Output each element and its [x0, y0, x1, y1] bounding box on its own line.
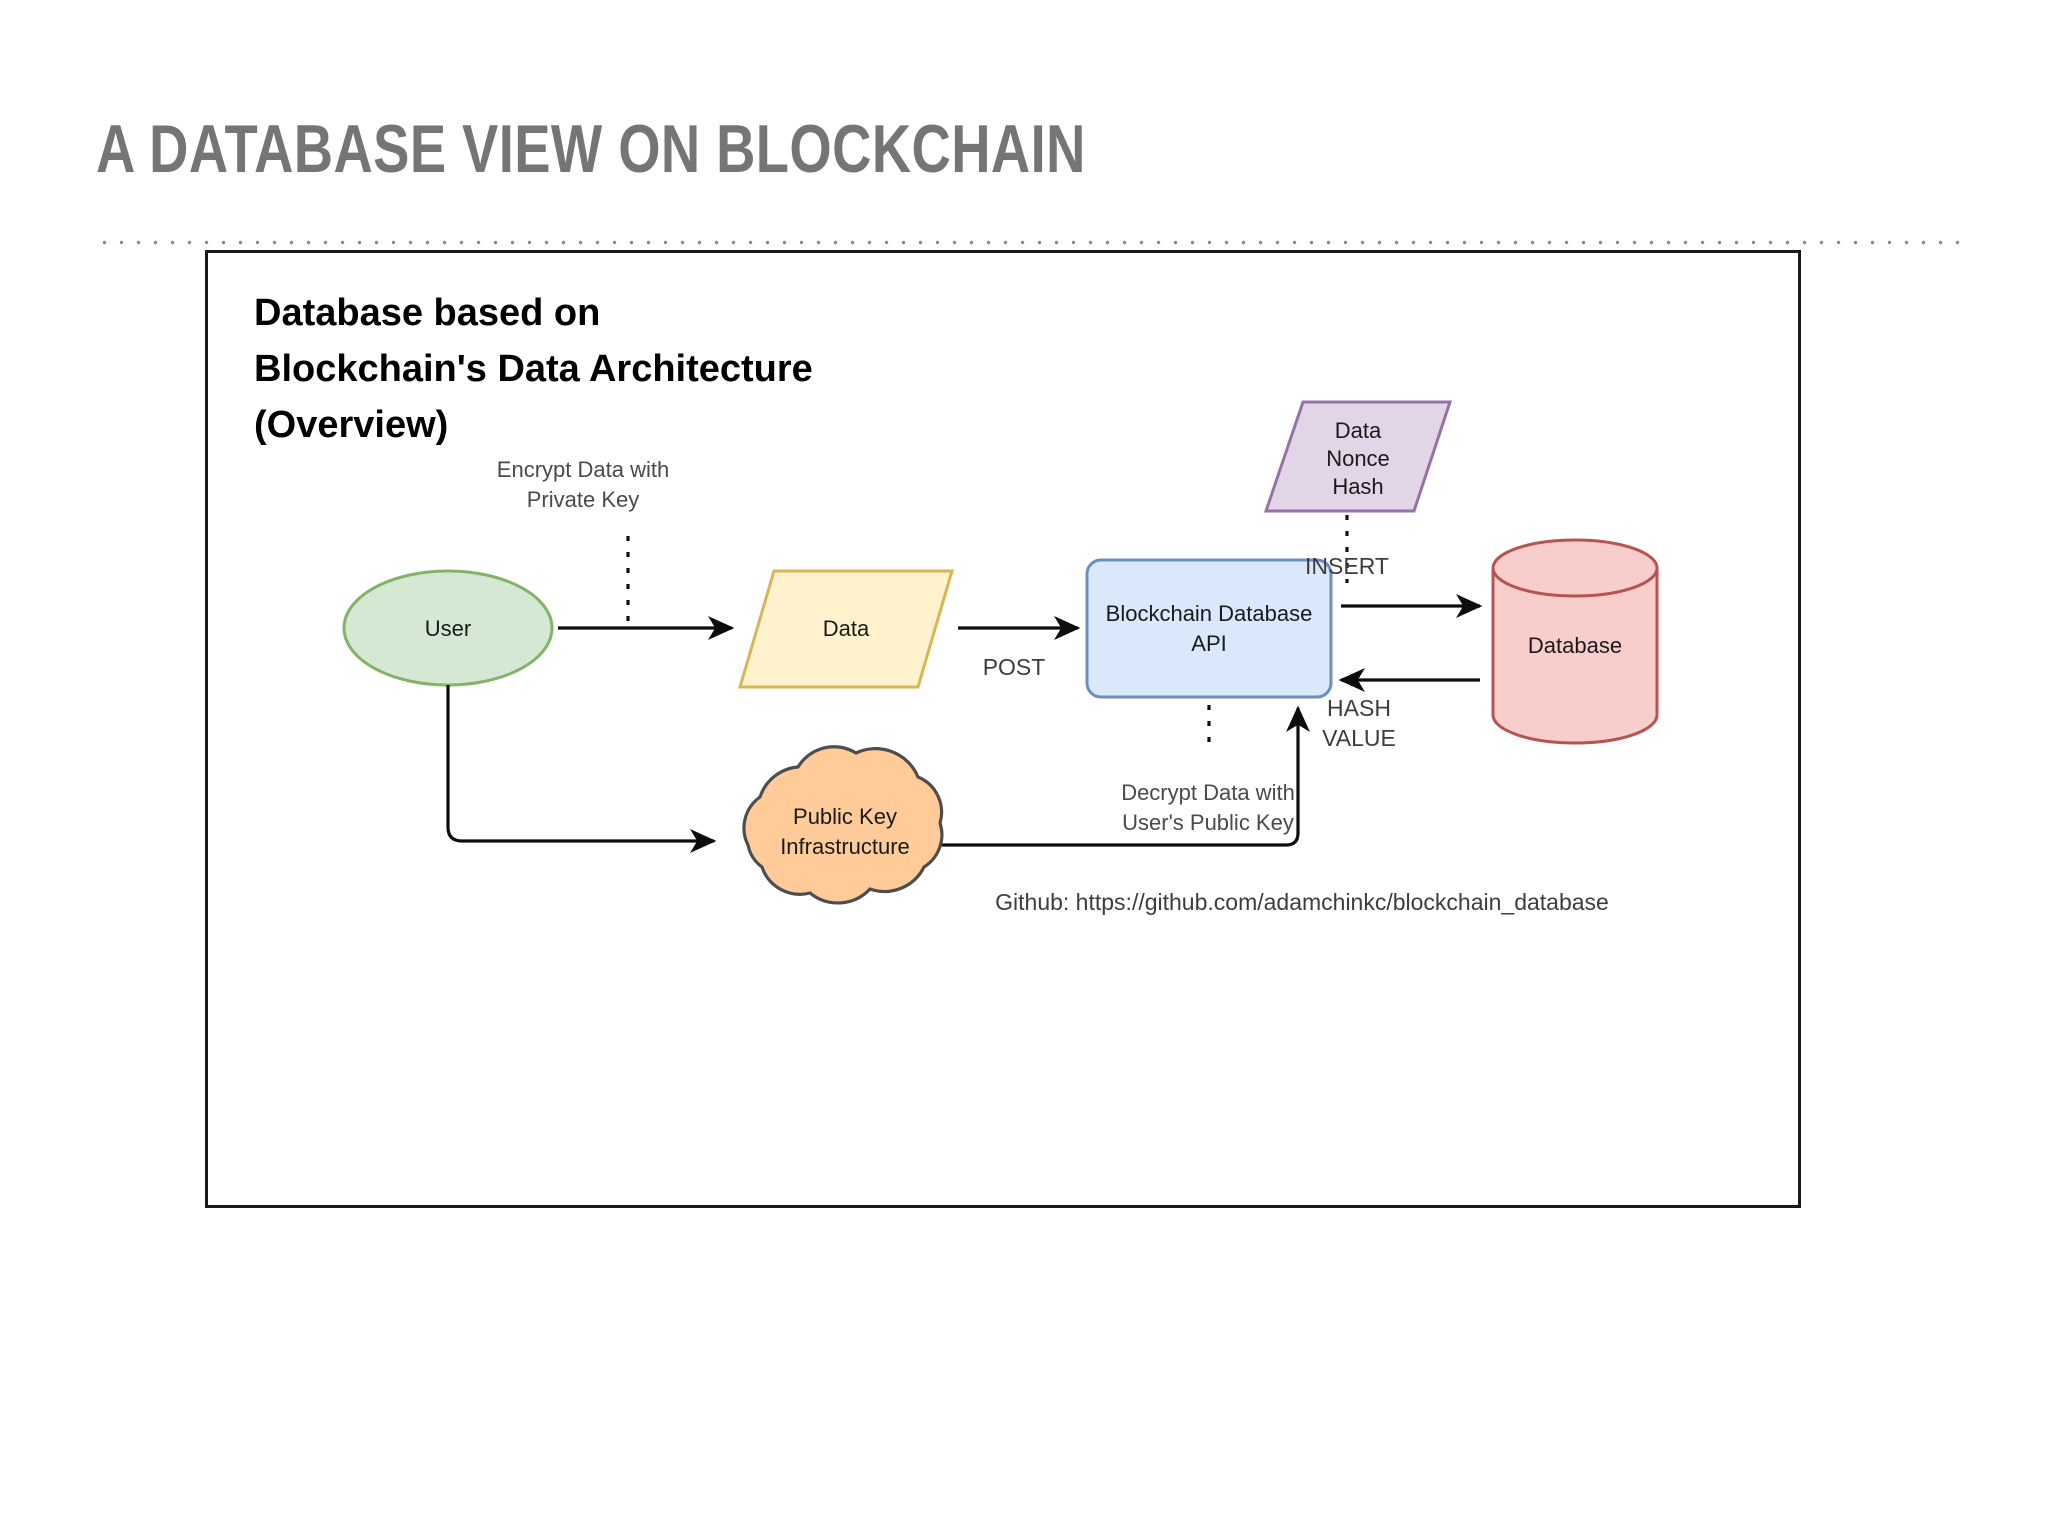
encrypt-annotation-line1: Encrypt Data with: [497, 457, 669, 482]
node-pki-label-line2: Infrastructure: [780, 834, 910, 859]
node-data[interactable]: [737, 569, 955, 689]
diagram-heading-line1: Database based on: [254, 292, 600, 334]
edge-pki-to-api: [908, 705, 1310, 847]
node-data-label: Data: [823, 616, 870, 641]
node-blockchain-database-api[interactable]: [1085, 558, 1333, 699]
title-divider: [96, 240, 1966, 245]
node-public-key-infrastructure[interactable]: [742, 745, 944, 905]
node-pki-label-line1: Public Key: [793, 804, 897, 829]
decrypt-annotation-line2: User's Public Key: [1122, 810, 1294, 835]
architecture-diagram: Database based on Blockchain's Data Arch…: [254, 292, 1659, 915]
edge-label-hash-line2: VALUE: [1322, 725, 1396, 751]
decrypt-annotation-line1: Decrypt Data with: [1121, 780, 1295, 805]
node-database[interactable]: [1491, 538, 1659, 745]
diagram-heading-line2: Blockchain's Data Architecture: [254, 348, 813, 390]
diagram-frame: Database based on Blockchain's Data Arch…: [205, 250, 1801, 1208]
node-api-label-line2: API: [1191, 631, 1226, 656]
node-data-nonce-hash[interactable]: [1263, 400, 1453, 513]
node-dnh-label-line2: Nonce: [1326, 446, 1390, 471]
diagram-heading-line3: (Overview): [254, 404, 448, 446]
encrypt-annotation-line2: Private Key: [527, 487, 640, 512]
node-database-label: Database: [1528, 633, 1622, 658]
edge-label-hash-line1: HASH: [1327, 695, 1391, 721]
node-dnh-label-line1: Data: [1335, 418, 1382, 443]
github-footer-label: Github: https://github.com/adamchinkc/bl…: [995, 889, 1609, 915]
node-dnh-label-line3: Hash: [1332, 474, 1383, 499]
page-title: A DATABASE VIEW ON BLOCKCHAIN: [96, 111, 1086, 187]
node-api-label-line1: Blockchain Database: [1106, 601, 1313, 626]
edge-label-post: POST: [983, 654, 1046, 680]
edge-label-insert: INSERT: [1305, 553, 1389, 579]
node-user-label: User: [425, 616, 471, 641]
edge-user-to-pki: [446, 685, 717, 853]
